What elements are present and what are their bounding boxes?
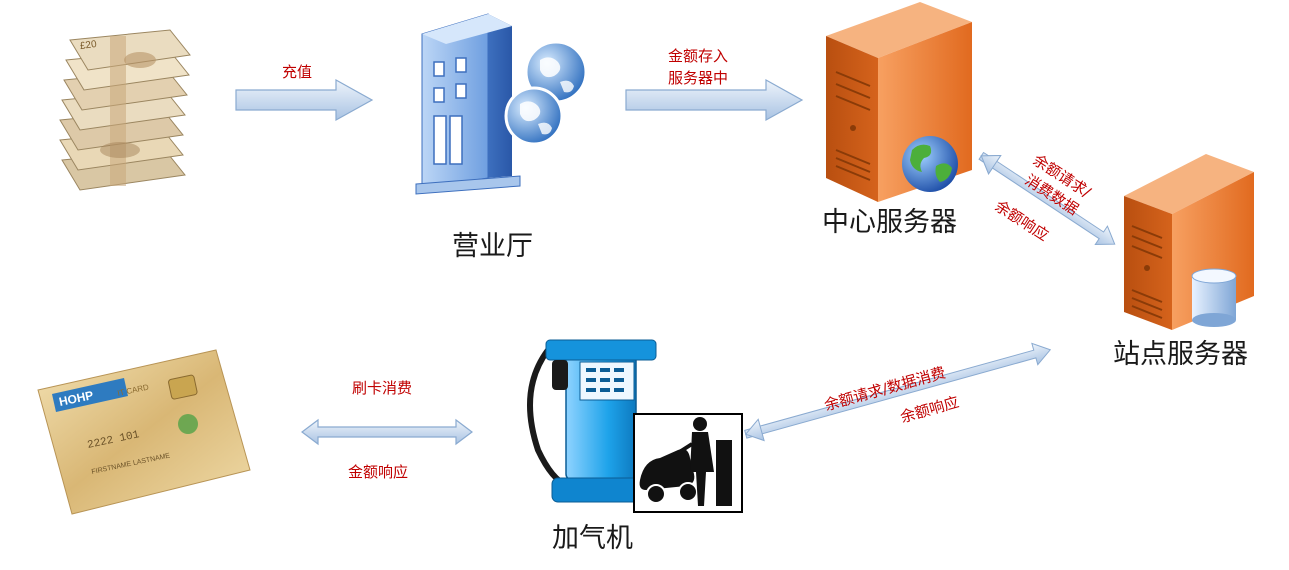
node-station-server: 站点服务器 — [1113, 339, 1248, 370]
label-card-swipe: 刷卡消费 — [352, 379, 413, 397]
refueling-scene-icon — [633, 413, 743, 513]
label-store-line2: 服务器中 — [668, 69, 729, 87]
globe-icon — [504, 86, 564, 146]
node-central-server: 中心服务器 — [822, 207, 957, 238]
money-stack-icon — [59, 29, 191, 191]
banknote-mark: £20 — [79, 38, 98, 53]
label-recharge: 充值 — [282, 63, 313, 81]
arrow-recharge — [235, 78, 374, 122]
arrow-store-to-server — [625, 78, 804, 122]
node-business-hall: 营业厅 — [452, 231, 533, 262]
earth-icon — [902, 136, 958, 192]
office-building-icon — [415, 13, 521, 195]
smart-card-icon: HOHP IT CARD 2222 101 FIRSTNAME LASTNAME — [37, 349, 251, 515]
label-card-response: 金额响应 — [348, 463, 409, 481]
arrow-center-station — [978, 151, 1116, 246]
arrow-station-dispenser — [744, 342, 1052, 442]
label-store-line1: 金额存入 — [668, 47, 729, 65]
node-gas-dispenser: 加气机 — [552, 523, 633, 554]
gas-dispenser-icon — [527, 339, 657, 503]
arrow-card-dispenser — [301, 418, 473, 446]
database-icon — [1191, 268, 1237, 327]
